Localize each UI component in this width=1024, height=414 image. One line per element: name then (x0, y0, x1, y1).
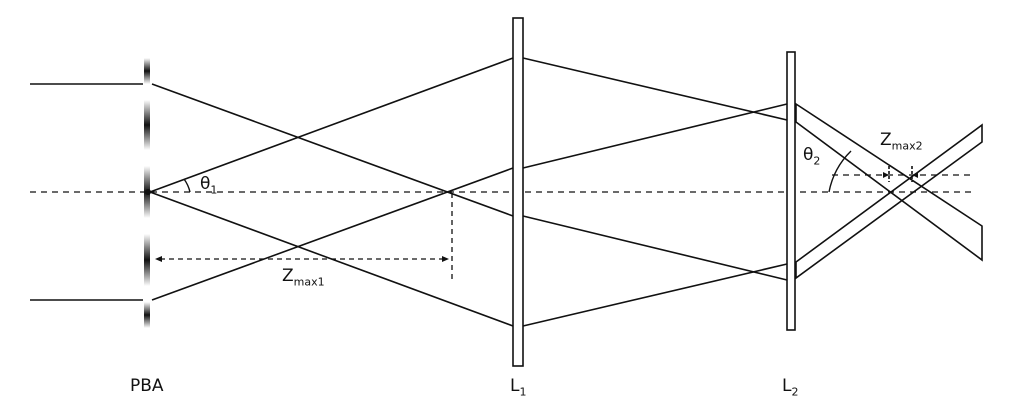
l2-label: L2 (782, 376, 799, 399)
arrowhead (155, 256, 162, 262)
ray (522, 215, 788, 281)
arrowhead (442, 256, 449, 262)
theta2-label: θ2 (803, 145, 821, 168)
ray (151, 83, 514, 217)
pba-label: PBA (130, 376, 164, 396)
ray (522, 263, 788, 327)
theta2-arc (828, 150, 852, 193)
zmax1-label: Zmax1 (282, 266, 325, 289)
theta1-arc (183, 178, 191, 193)
pba-element (144, 58, 151, 328)
lens-l2 (786, 51, 796, 331)
ray (149, 57, 514, 193)
beam-up (795, 123, 983, 280)
theta1-label: θ1 (200, 174, 218, 197)
arrowhead (912, 172, 918, 178)
zmax2-label: Zmax2 (880, 130, 923, 153)
lens-l1 (512, 17, 524, 367)
ray (151, 167, 514, 301)
arrowhead (883, 172, 889, 178)
l1-label: L1 (510, 376, 527, 399)
ray (522, 57, 788, 121)
ray (522, 103, 788, 169)
beam-down (795, 102, 983, 262)
